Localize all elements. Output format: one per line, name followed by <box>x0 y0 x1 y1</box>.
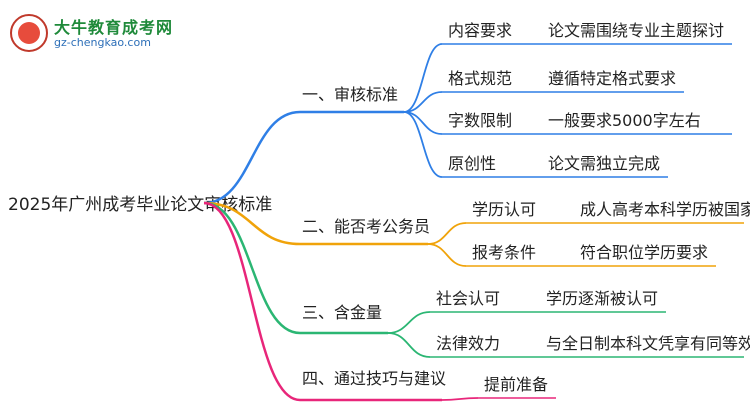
branch-connector <box>203 201 301 402</box>
child-label: 提前准备 <box>484 375 548 394</box>
child-connector <box>427 222 467 245</box>
child-label: 学历认可 <box>472 200 536 219</box>
branch-label: 一、审核标准 <box>302 85 398 104</box>
child-connector <box>427 243 467 267</box>
logo-mark-icon <box>10 14 48 52</box>
branch-connector <box>203 201 301 246</box>
detail-label: 成人高考本科学历被国家认可 <box>580 200 750 219</box>
root-label: 2025年广州成考毕业论文审核标准 <box>8 195 272 215</box>
child-label: 内容要求 <box>448 21 512 40</box>
detail-label: 论文需围绕专业主题探讨 <box>548 21 724 40</box>
branch-label: 二、能否考公务员 <box>302 217 430 236</box>
child-connector <box>403 43 443 113</box>
logo-name: 大牛教育成考网 <box>54 18 174 37</box>
site-logo: 大牛教育成考网 gz-chengkao.com <box>10 10 180 56</box>
detail-label: 符合职位学历要求 <box>580 243 708 262</box>
detail-label: 与全日制本科文凭享有同等效力 <box>546 334 750 353</box>
child-connector <box>403 111 443 178</box>
branch-label: 四、通过技巧与建议 <box>302 369 446 388</box>
child-label: 原创性 <box>448 154 496 173</box>
detail-label: 论文需独立完成 <box>548 154 660 173</box>
child-connector <box>403 91 443 113</box>
detail-label: 遵循特定格式要求 <box>548 69 676 88</box>
branch-connector <box>203 110 301 205</box>
detail-label: 一般要求5000字左右 <box>548 111 701 130</box>
detail-label: 学历逐渐被认可 <box>546 289 658 308</box>
child-connector <box>387 332 431 358</box>
child-label: 法律效力 <box>436 334 500 353</box>
child-label: 字数限制 <box>448 111 512 130</box>
child-label: 格式规范 <box>448 69 512 88</box>
child-label: 社会认可 <box>436 289 500 308</box>
branch-connector <box>203 201 301 335</box>
child-label: 报考条件 <box>472 243 536 262</box>
child-connector <box>387 311 431 334</box>
child-connector <box>441 397 479 401</box>
logo-url: gz-chengkao.com <box>54 36 151 49</box>
branch-label: 三、含金量 <box>302 303 382 322</box>
